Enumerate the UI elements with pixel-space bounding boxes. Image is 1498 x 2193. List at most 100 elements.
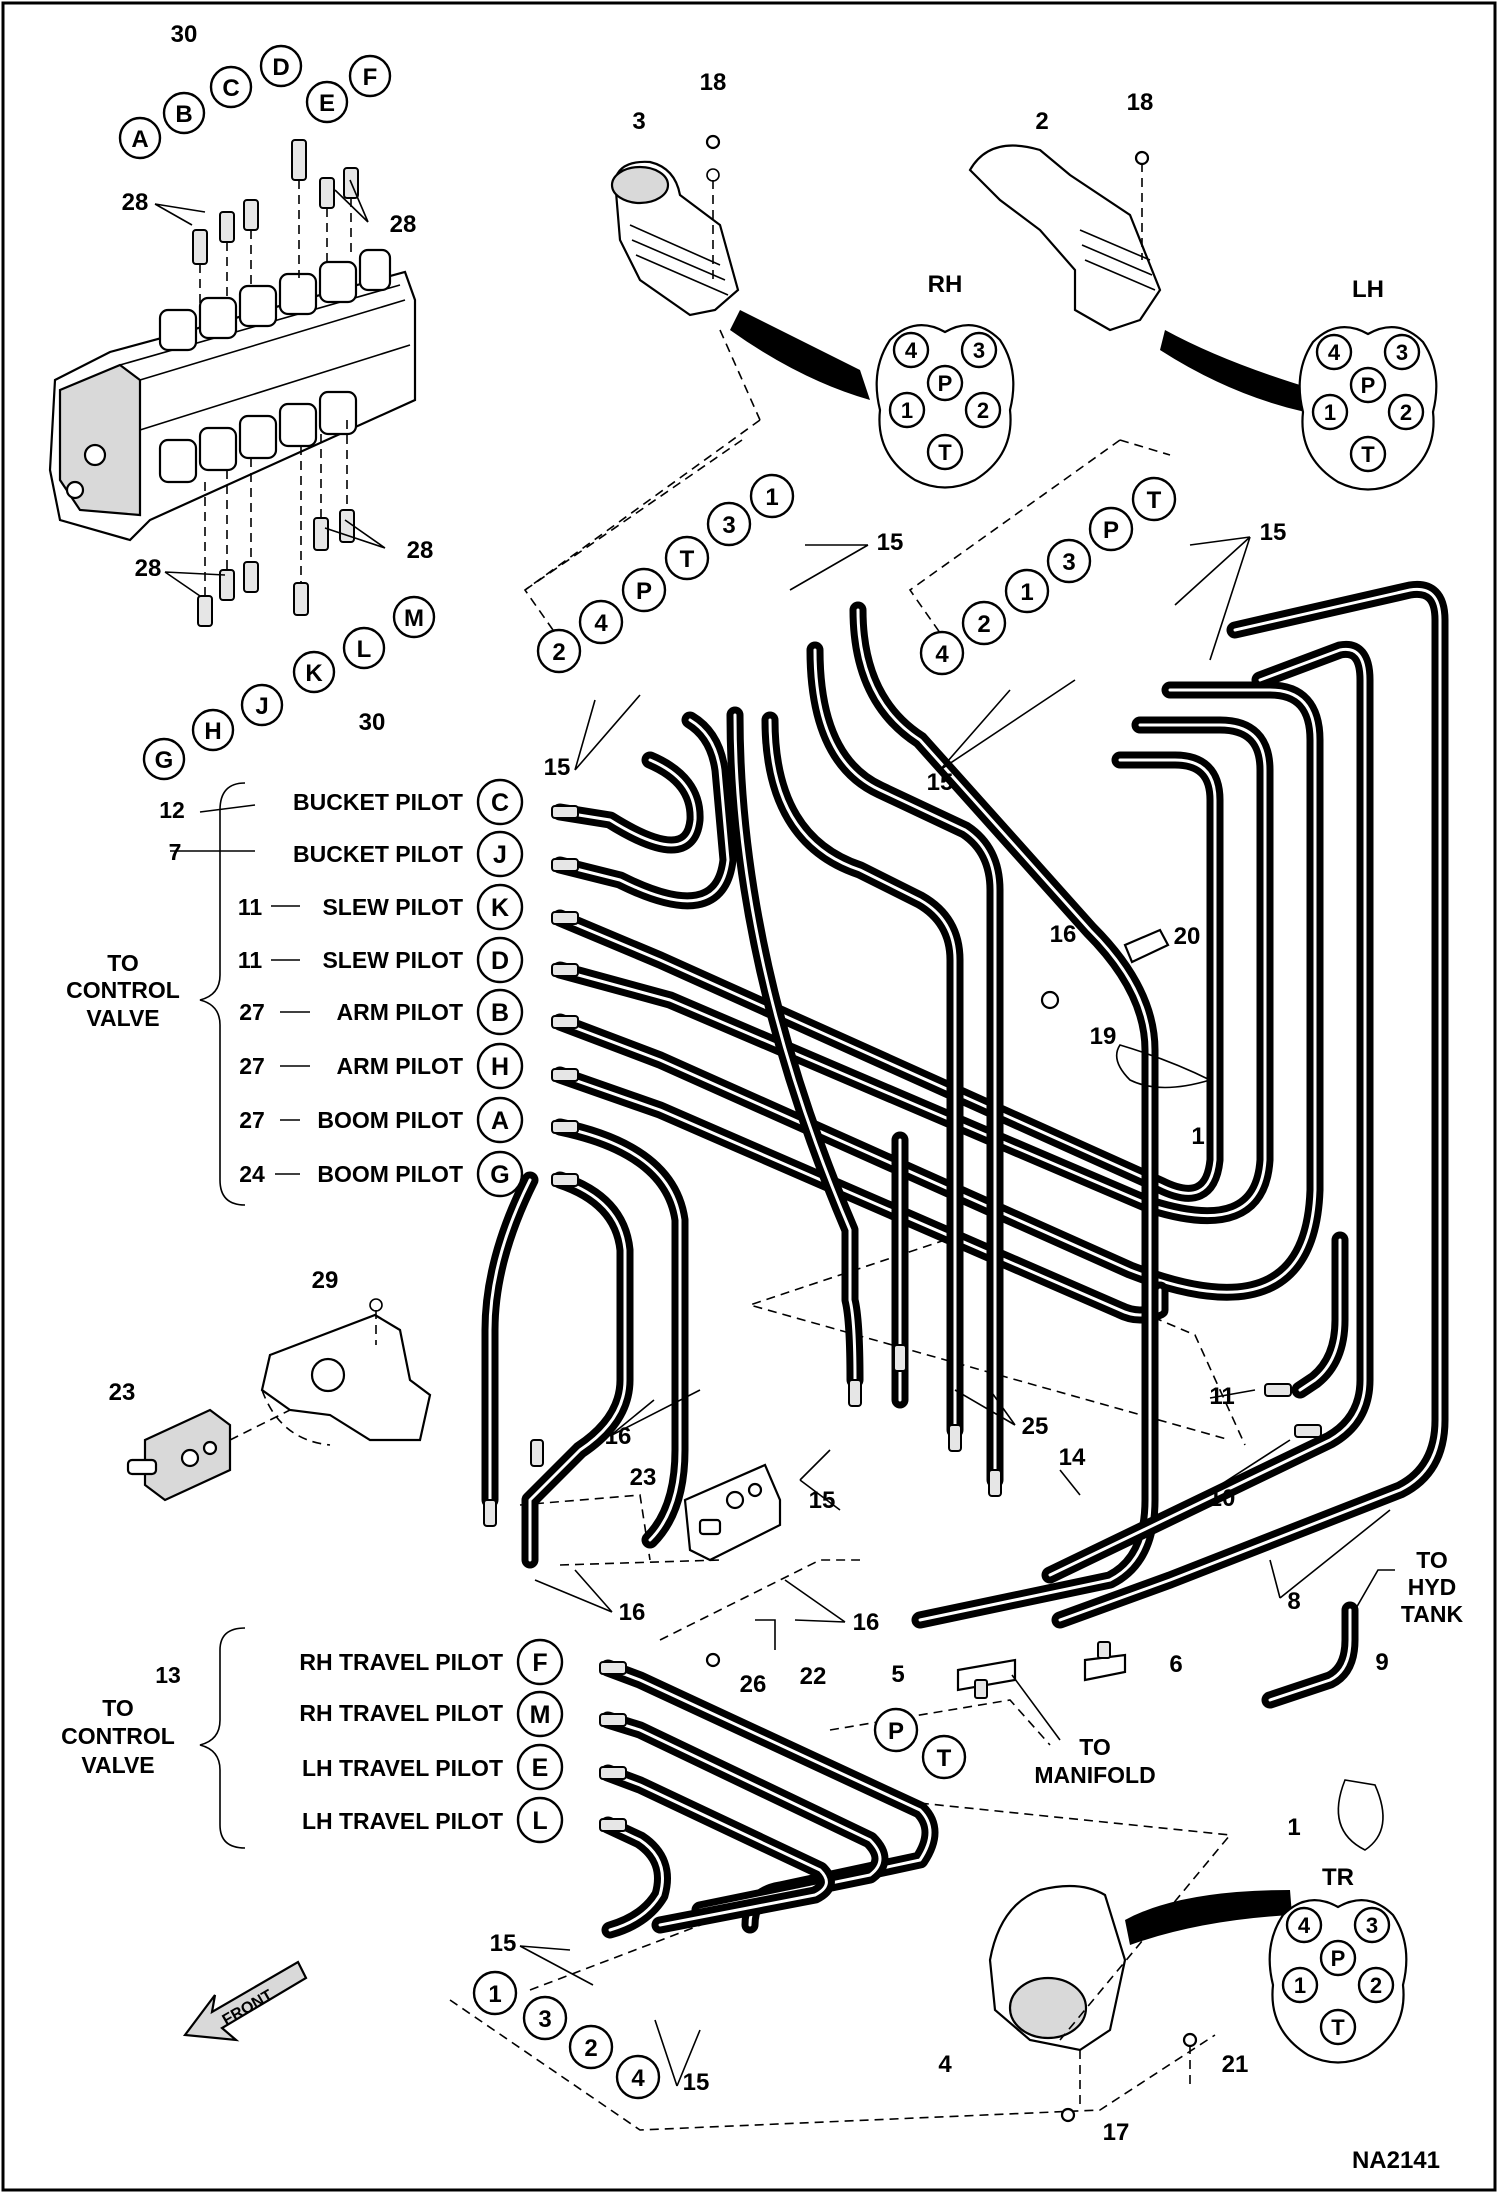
joystick-port-circles: 1 3 T P 4 2 T P 3 1 2 4 1 3 2 4 P T: [472, 473, 1177, 2100]
tee-port-t: T: [937, 1745, 952, 1772]
upper-hose-item-4: 11: [238, 947, 263, 973]
callout-tee-6: 6: [1169, 1651, 1182, 1678]
callout-fitting-15-d: 15: [927, 769, 954, 796]
tr-pin-2: 2: [1370, 1973, 1382, 1998]
tr-joy-port-3: 3: [538, 2006, 551, 2033]
rh-pin-4: 4: [905, 338, 918, 363]
upper-hose-item-2: 7: [169, 839, 182, 865]
to-manifold-line1: TO: [1079, 1734, 1111, 1760]
callout-valve-block-23-b: 23: [630, 1464, 657, 1491]
callout-fitting-28-c: 28: [135, 555, 162, 582]
lh-joy-port-t: T: [1147, 487, 1162, 514]
to-control-valve-upper-line3: VALVE: [86, 1005, 159, 1031]
valve-port-f: F: [363, 64, 378, 91]
hose-end-fittings: [483, 805, 1322, 1832]
tr-pin-p: P: [1331, 1946, 1346, 1971]
rh-pin-3: 3: [973, 338, 985, 363]
valve-port-g: G: [155, 747, 174, 774]
callout-fitting-15-a: 15: [877, 529, 904, 556]
upper-hose-port-2: J: [493, 841, 507, 869]
callout-rh-joystick: 3: [632, 108, 645, 135]
lower-hose-label-2: RH TRAVEL PILOT: [299, 1700, 503, 1726]
callout-fitting-15-g: 15: [683, 2069, 710, 2096]
lower-hose-port-4: L: [532, 1807, 547, 1835]
to-control-valve-upper-line1: TO: [107, 950, 139, 976]
callout-rh-screw: 18: [700, 69, 727, 96]
connector-view-rh: RH 4 3 P 1 2 T: [875, 271, 1015, 489]
callout-fitting-16-c: 16: [619, 1599, 646, 1626]
upper-hose-port-6: H: [491, 1053, 509, 1081]
upper-hose-port-3: K: [491, 894, 509, 922]
upper-hose-item-3: 11: [238, 894, 263, 920]
upper-hose-label-3: SLEW PILOT: [322, 894, 463, 920]
control-valve: [48, 139, 417, 627]
tr-pin-1: 1: [1294, 1973, 1306, 1998]
tr-joy-port-4: 4: [631, 2065, 645, 2092]
upper-hose-item-5: 27: [239, 999, 265, 1025]
lh-pin-t: T: [1361, 442, 1375, 467]
lh-joy-port-p: P: [1103, 517, 1119, 544]
upper-hose-port-4: D: [491, 947, 509, 975]
valve-port-c: C: [222, 75, 239, 102]
valve-port-e: E: [319, 90, 335, 117]
tr-pin-3: 3: [1366, 1913, 1378, 1938]
upper-hose-label-5: ARM PILOT: [337, 999, 464, 1025]
upper-hose-item-1: 12: [159, 797, 185, 823]
valve-port-circles: A B C D E F G H J K L M: [118, 44, 436, 781]
tr-joy-port-1: 1: [488, 1981, 501, 2008]
lh-pin-3: 3: [1396, 340, 1408, 365]
valve-port-j: J: [255, 693, 268, 720]
lower-hose-port-2: M: [530, 1701, 551, 1729]
valve-port-a: A: [131, 126, 148, 153]
callout-lh-screw: 18: [1127, 89, 1154, 116]
connector-view-lh: LH 4 3 P 1 2 T: [1298, 276, 1438, 491]
to-control-valve-upper: TO CONTROL VALVE: [66, 950, 180, 1031]
valve-port-h: H: [204, 718, 221, 745]
valve-port-l: L: [357, 636, 372, 663]
to-manifold-line2: MANIFOLD: [1034, 1762, 1155, 1788]
rh-pin-1: 1: [901, 398, 913, 423]
lh-joy-port-2: 2: [977, 611, 990, 638]
rh-pin-p: P: [938, 371, 953, 396]
lower-hose-port-3: E: [532, 1754, 549, 1782]
callout-tee-5: 5: [891, 1661, 904, 1688]
rh-pin-2: 2: [977, 398, 989, 423]
rh-joy-port-p: P: [636, 578, 652, 605]
connector-view-tr: TR 4 3 P 1 2 T: [1268, 1864, 1408, 2064]
callout-lh-joystick: 2: [1035, 108, 1048, 135]
valve-block-center: [683, 1463, 782, 1562]
callout-bracket-screw-29: 29: [312, 1267, 339, 1294]
callout-nut-21: 21: [1222, 2051, 1249, 2078]
upper-hose-port-1: C: [491, 789, 509, 817]
pilot-hoses: [481, 580, 1449, 1939]
tr-joy-port-2: 2: [584, 2035, 597, 2062]
connector-title-tr: TR: [1322, 1864, 1354, 1891]
lower-hose-label-3: LH TRAVEL PILOT: [302, 1755, 503, 1781]
lh-joystick: [968, 144, 1305, 412]
callout-fitting-15-b: 15: [544, 754, 571, 781]
callout-tie-1-b: 1: [1287, 1814, 1300, 1841]
callout-fitting-28-b: 28: [390, 211, 417, 238]
valve-port-d: D: [272, 54, 289, 81]
upper-hose-item-6: 27: [239, 1053, 265, 1079]
rh-joy-port-1: 1: [765, 484, 778, 511]
callout-fitting-28-a: 28: [122, 189, 149, 216]
to-control-valve-lower-line1: TO: [102, 1695, 134, 1721]
upper-hose-labels: 12 BUCKET PILOT C 7 BUCKET PILOT J 11 SL…: [159, 778, 524, 1198]
tee-port-p: P: [888, 1718, 904, 1745]
to-control-valve-lower-line3: VALVE: [81, 1752, 154, 1778]
connector-title-rh: RH: [928, 271, 963, 298]
callout-fitting-15-f: 15: [490, 1930, 517, 1957]
upper-hose-label-2: BUCKET PILOT: [293, 841, 463, 867]
callout-hose-8: 8: [1287, 1588, 1300, 1615]
rh-joystick: [610, 160, 870, 400]
lower-hose-port-1: F: [532, 1649, 547, 1677]
valve-port-m: M: [404, 605, 424, 632]
to-hyd-tank-line1: TO: [1416, 1547, 1448, 1573]
upper-hose-port-5: B: [491, 999, 509, 1027]
upper-hose-port-8: G: [490, 1161, 509, 1189]
group-braces: [170, 782, 310, 1849]
upper-hose-label-4: SLEW PILOT: [322, 947, 463, 973]
